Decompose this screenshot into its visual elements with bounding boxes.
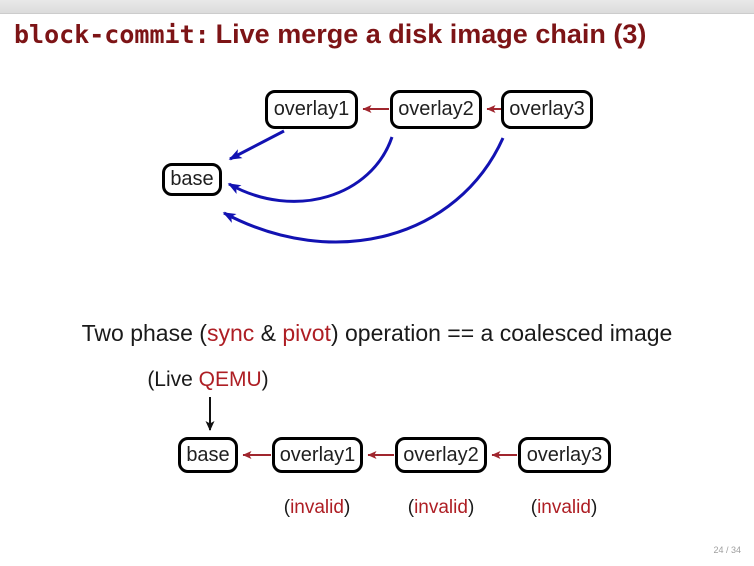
invalid-word: invalid xyxy=(414,497,468,518)
invalid-paren: ( xyxy=(530,497,538,518)
title-command: block-commit: xyxy=(14,20,210,49)
live-qemu-part: ) xyxy=(261,368,269,391)
arrow-commit-overlay1-to-base xyxy=(228,129,285,161)
live-qemu-label: (Live QEMU) xyxy=(88,368,328,392)
invalid-label-overlay2: (invalid) xyxy=(380,497,502,519)
node-label: overlay1 xyxy=(273,98,350,120)
node-top-overlay1: overlay1 xyxy=(265,90,358,129)
node-label: overlay2 xyxy=(403,443,479,466)
invalid-paren: ( xyxy=(283,497,291,518)
invalid-paren: ( xyxy=(407,497,415,518)
node-label: overlay3 xyxy=(509,98,585,120)
node-label: base xyxy=(170,168,214,190)
node-top-overlay3: overlay3 xyxy=(501,90,593,129)
arrow-commit-overlay3-to-base xyxy=(222,137,505,244)
statement-line: Two phase (sync & pivot) operation == a … xyxy=(0,320,754,347)
invalid-paren: ) xyxy=(590,497,598,518)
invalid-label-overlay1: (invalid) xyxy=(256,497,378,519)
invalid-label-overlay3: (invalid) xyxy=(503,497,625,519)
invalid-paren: ) xyxy=(343,497,351,518)
invalid-word: invalid xyxy=(290,497,344,518)
node-bottom-base: base xyxy=(178,437,238,473)
node-label: overlay2 xyxy=(398,98,474,120)
node-bottom-overlay2: overlay2 xyxy=(395,437,487,473)
invalid-paren: ) xyxy=(467,497,475,518)
invalid-word: invalid xyxy=(537,497,591,518)
node-label: overlay1 xyxy=(279,443,356,466)
node-top-base: base xyxy=(162,163,222,196)
live-qemu-part: (Live xyxy=(147,368,199,391)
node-label: overlay3 xyxy=(526,443,603,466)
live-qemu-name: QEMU xyxy=(198,368,262,391)
node-bottom-overlay3: overlay3 xyxy=(518,437,611,473)
arrow-commit-overlay2-to-base xyxy=(227,136,394,203)
title-text: Live merge a disk image chain (3) xyxy=(215,19,647,49)
page-title: block-commit:Live merge a disk image cha… xyxy=(14,19,646,50)
statement-pivot: pivot xyxy=(282,320,331,346)
statement-part: ) operation == a coalesced image xyxy=(330,320,673,346)
page-number: 24 / 34 xyxy=(713,545,741,555)
statement-part: Two phase ( xyxy=(81,320,207,346)
node-top-overlay2: overlay2 xyxy=(390,90,482,129)
statement-part: & xyxy=(254,320,283,346)
statement-sync: sync xyxy=(206,320,255,346)
node-label: base xyxy=(186,443,230,466)
top-strip xyxy=(0,0,754,14)
node-bottom-overlay1: overlay1 xyxy=(272,437,363,473)
